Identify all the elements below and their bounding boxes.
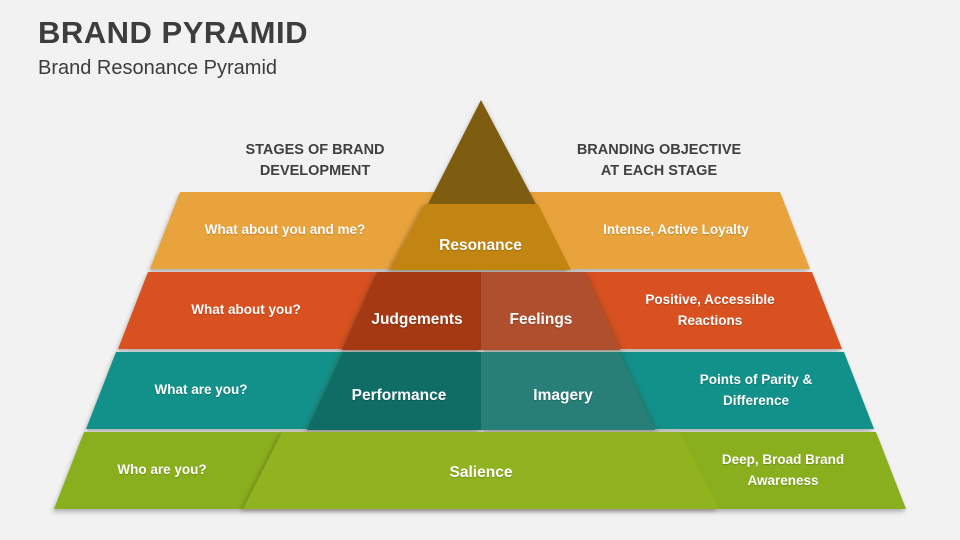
pyramid-apex-triangle <box>427 100 537 206</box>
question-label-judgements-feelings: What about you? <box>191 302 301 318</box>
objective-label-resonance: Intense, Active Loyalty <box>603 222 749 238</box>
objective-label-salience: Deep, Broad Brand Awareness <box>721 452 845 488</box>
segment-label-resonance: Resonance <box>439 237 522 254</box>
segment-label-judgements: Judgements <box>371 311 463 328</box>
segment-resonance <box>390 204 571 270</box>
segment-label-performance: Performance <box>351 387 447 404</box>
question-label-resonance: What about you and me? <box>204 222 366 238</box>
left-column-header: STAGES OF BRAND DEVELOPMENT <box>245 142 385 180</box>
slide-subtitle: Brand Resonance Pyramid <box>38 57 278 79</box>
segment-label-salience: Salience <box>449 463 513 481</box>
segment-performance <box>307 352 481 430</box>
slide-title: BRAND PYRAMID <box>38 15 308 50</box>
segment-label-imagery: Imagery <box>533 387 593 404</box>
apex-shape <box>427 100 537 206</box>
right-column-header: BRANDING OBJECTIVE AT EACH STAGE <box>576 142 742 180</box>
question-label-performance-imagery: What are you? <box>154 382 248 398</box>
segment-salience <box>243 432 719 509</box>
segment-label-feelings: Feelings <box>509 311 573 328</box>
objective-label-performance-imagery: Points of Parity & Difference <box>699 372 813 408</box>
question-label-salience: Who are you? <box>117 462 207 478</box>
salience-shape <box>243 432 719 509</box>
segment-imagery <box>481 352 655 430</box>
segment-feelings <box>481 272 620 350</box>
segment-judgements <box>342 272 481 350</box>
objective-label-judgements-feelings: Positive, Accessible Reactions <box>645 292 775 328</box>
resonance-shape <box>390 204 571 270</box>
